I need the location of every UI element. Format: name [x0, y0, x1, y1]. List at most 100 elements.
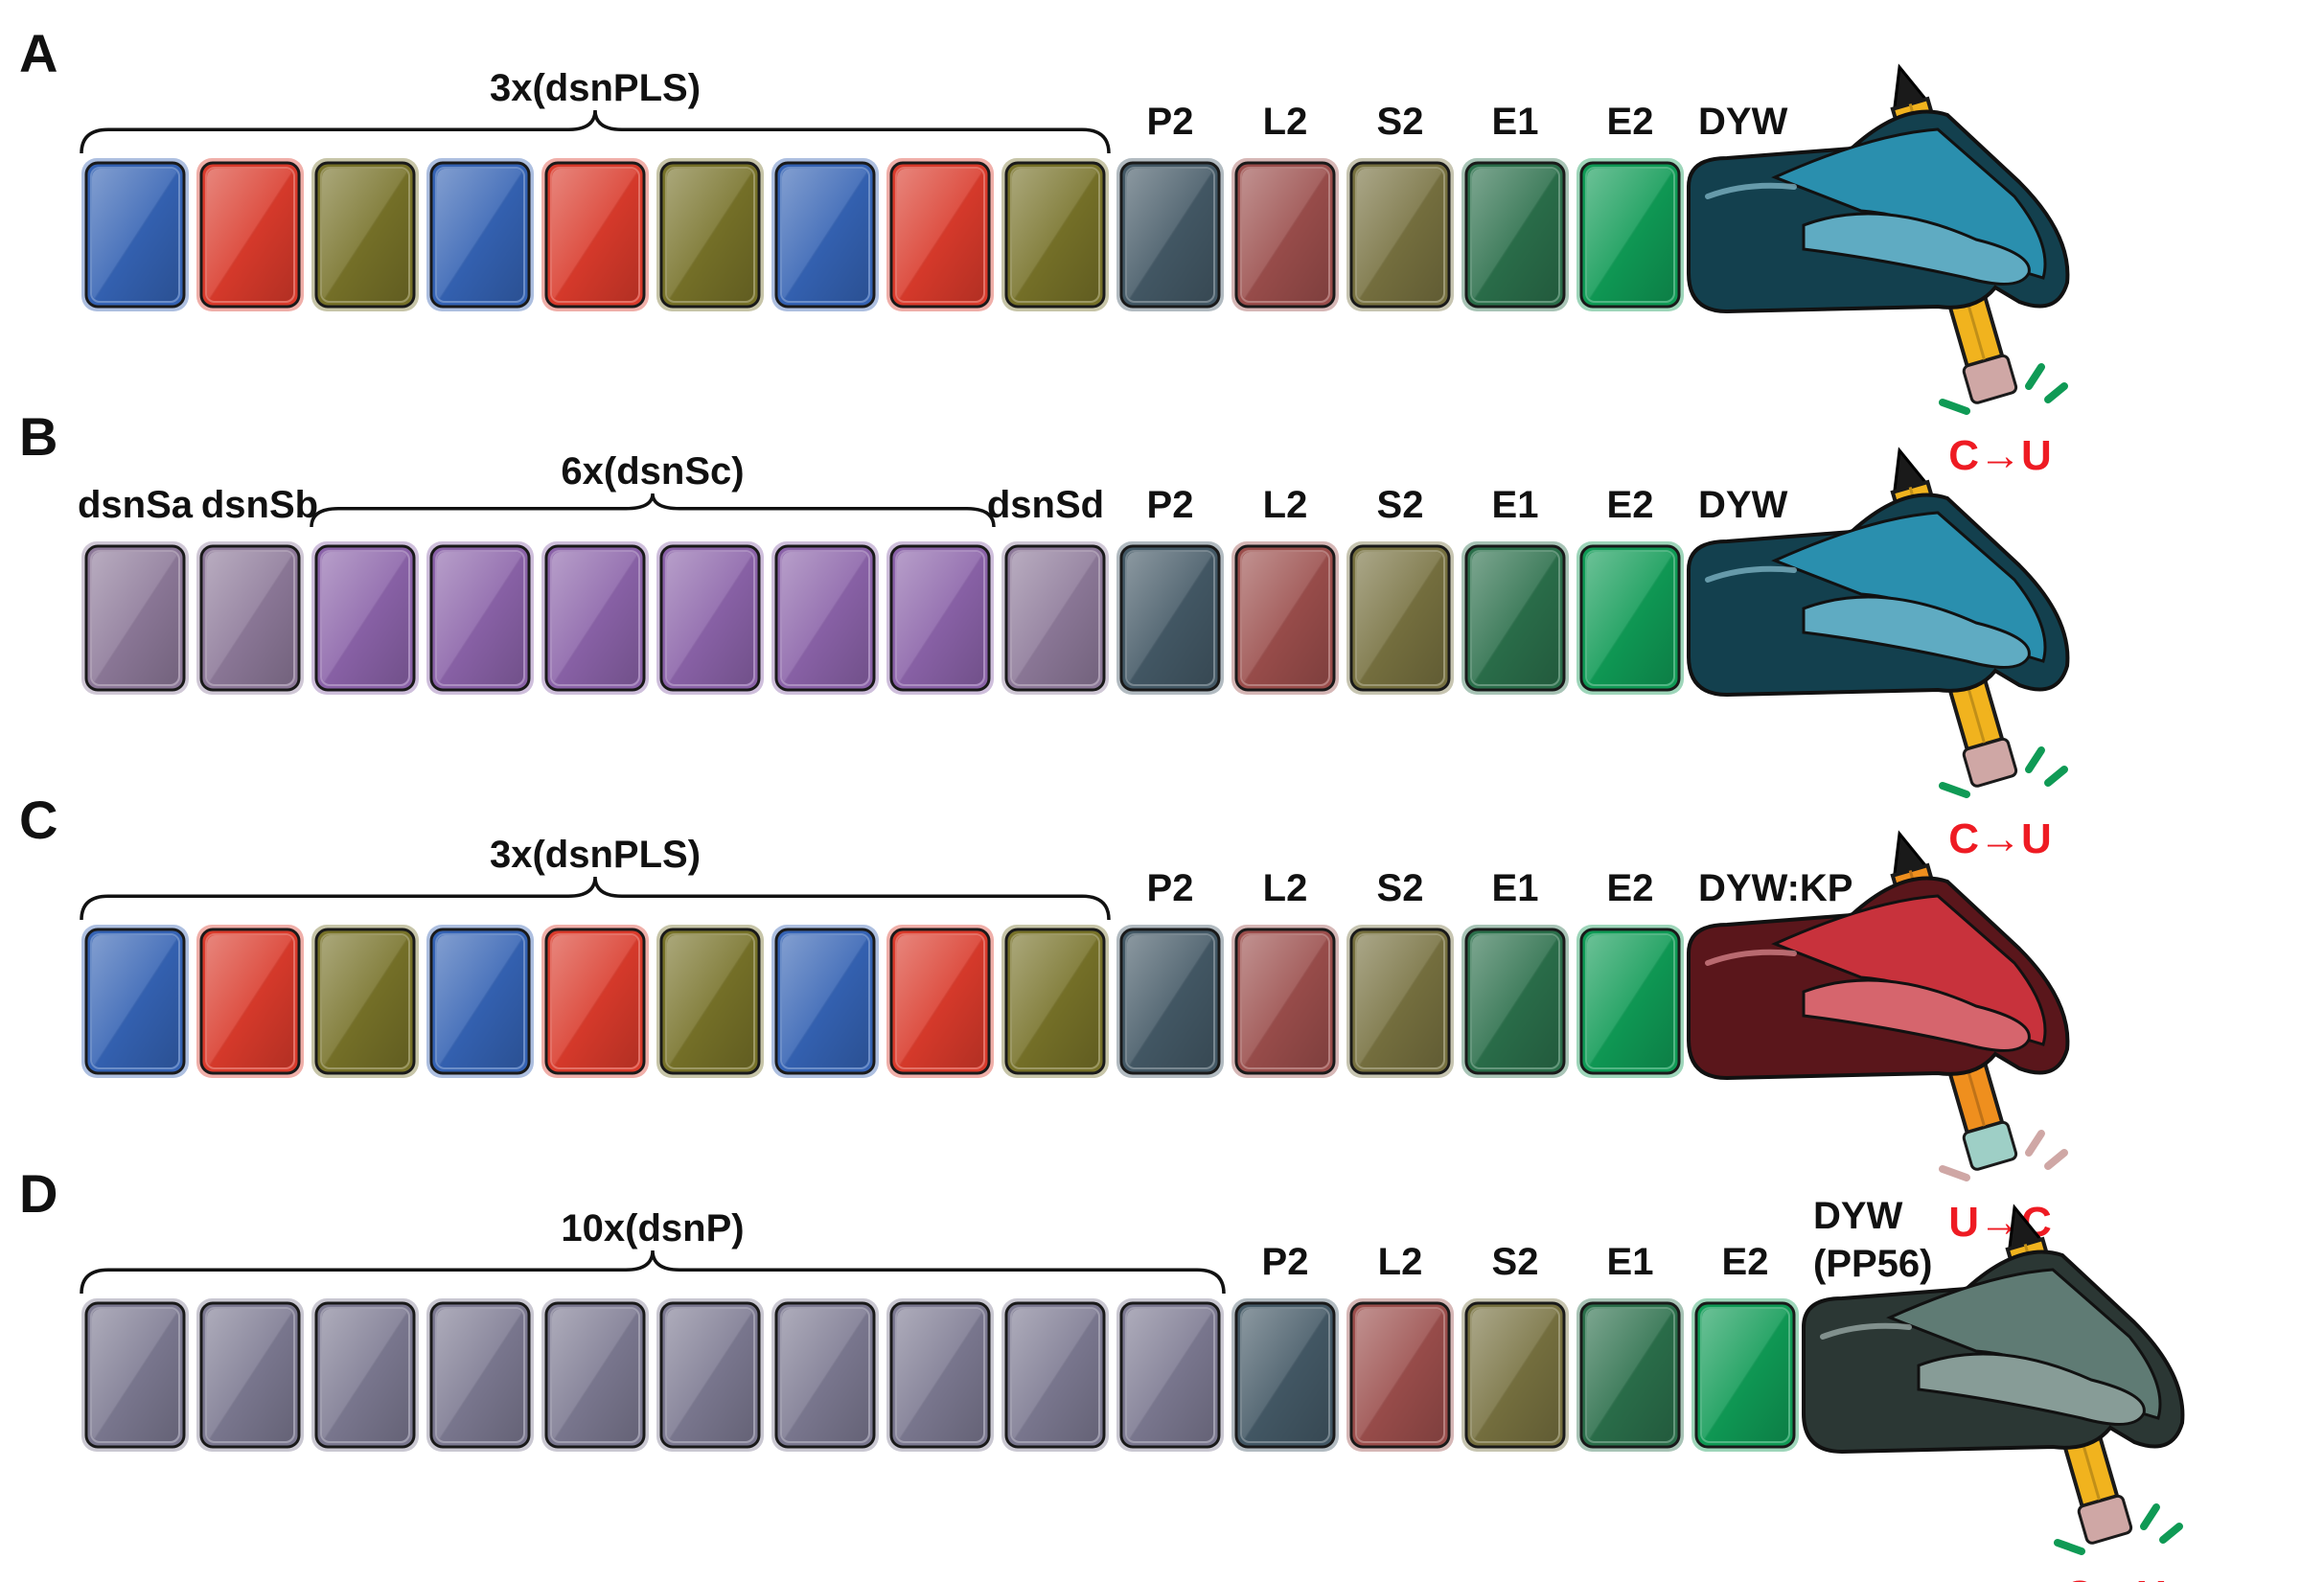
motif-repeat-4 — [656, 541, 764, 695]
repeat-brace — [80, 109, 1111, 154]
motif-e2 — [1576, 541, 1684, 695]
spark-icon — [2025, 1130, 2045, 1157]
motif-s2 — [1346, 158, 1454, 311]
motif-l2 — [1231, 158, 1339, 311]
motif-label: P2 — [1262, 1241, 1309, 1283]
motif-repeat-3 — [311, 925, 419, 1078]
motif-repeat-10 — [1116, 1298, 1224, 1452]
spark-icon — [1939, 1165, 1970, 1181]
motif-e2 — [1576, 158, 1684, 311]
motif-e1 — [1576, 1298, 1684, 1452]
dyw-hand-pencil-icon: C→U — [1687, 63, 2070, 479]
motif-repeat-8 — [886, 925, 994, 1078]
motif-repeat-7 — [771, 158, 879, 311]
spark-icon — [2025, 363, 2045, 390]
motif-l2 — [1231, 925, 1339, 1078]
motif-label: S2 — [1377, 484, 1424, 526]
motif-label: L2 — [1263, 484, 1308, 526]
panel-a: A 3x(dsnPLS) P2 L2 S2 E1 E2 DYW C→U — [19, 23, 2070, 479]
motif-repeat-4 — [426, 158, 534, 311]
motif-repeat-9 — [1001, 1298, 1109, 1452]
motif-repeat-6 — [886, 541, 994, 695]
spark-icon — [2044, 1149, 2068, 1170]
motif-label: E1 — [1492, 867, 1539, 909]
motif-repeat-2 — [196, 1298, 304, 1452]
motif-repeat-1 — [81, 158, 189, 311]
motif-label: L2 — [1263, 867, 1308, 909]
dyw-hand-pencil-icon: C→U — [1687, 447, 2070, 862]
dyw-label: DYW — [1813, 1195, 1903, 1237]
motif-label: P2 — [1147, 484, 1194, 526]
dyw-label: DYW — [1698, 484, 1788, 526]
motif-repeat-6 — [656, 925, 764, 1078]
motif-label: E1 — [1492, 101, 1539, 143]
motif-repeat-2 — [196, 925, 304, 1078]
motif-label: E2 — [1607, 101, 1654, 143]
motif-p2 — [1116, 158, 1224, 311]
motif-l2 — [1231, 541, 1339, 695]
repeat-label: 10x(dsnP) — [561, 1207, 744, 1250]
motif-label: dsnSb — [201, 484, 318, 526]
spark-icon — [1939, 782, 1970, 798]
motif-repeat-4 — [426, 1298, 534, 1452]
motif-repeat-2 — [426, 541, 534, 695]
motif-dsnSd — [1001, 541, 1109, 695]
motif-label: E1 — [1607, 1241, 1654, 1283]
motif-repeat-6 — [656, 1298, 764, 1452]
motif-l2 — [1346, 1298, 1454, 1452]
motif-e2 — [1576, 925, 1684, 1078]
motif-label: E2 — [1722, 1241, 1769, 1283]
motif-label: E2 — [1607, 484, 1654, 526]
spark-icon — [2044, 766, 2068, 787]
motif-e1 — [1461, 925, 1569, 1078]
edit-label: C→U — [1948, 432, 2052, 479]
motif-repeat-5 — [541, 925, 649, 1078]
spark-icon — [2054, 1539, 2085, 1555]
panel-letter: B — [19, 406, 58, 467]
motif-label: L2 — [1378, 1241, 1423, 1283]
motif-s2 — [1461, 1298, 1569, 1452]
motif-label: S2 — [1377, 101, 1424, 143]
panel-letter: C — [19, 790, 58, 850]
dyw-hand-pencil-icon: U→C — [1687, 830, 2070, 1246]
motif-s2 — [1346, 541, 1454, 695]
motif-e1 — [1461, 541, 1569, 695]
motif-p2 — [1231, 1298, 1339, 1452]
dyw-label: DYW:KP — [1698, 867, 1852, 909]
motif-e1 — [1461, 158, 1569, 311]
motif-repeat-8 — [886, 158, 994, 311]
repeat-brace — [310, 493, 996, 528]
motif-dsnSa — [81, 541, 189, 695]
motif-dsnSb — [196, 541, 304, 695]
motif-repeat-3 — [541, 541, 649, 695]
repeat-label: 3x(dsnPLS) — [490, 67, 701, 109]
edit-label: C→U — [1948, 815, 2052, 862]
motif-label: L2 — [1263, 101, 1308, 143]
motif-repeat-9 — [1001, 925, 1109, 1078]
spark-icon — [1939, 399, 1970, 415]
panel-letter: A — [19, 23, 58, 83]
spark-icon — [2140, 1503, 2160, 1530]
repeat-label: 6x(dsnSc) — [561, 450, 744, 493]
motif-repeat-8 — [886, 1298, 994, 1452]
motif-repeat-3 — [311, 1298, 419, 1452]
motif-label: P2 — [1147, 101, 1194, 143]
motif-repeat-2 — [196, 158, 304, 311]
dyw-label: DYW — [1698, 101, 1788, 143]
spark-icon — [2044, 382, 2068, 403]
motif-repeat-9 — [1001, 158, 1109, 311]
motif-p2 — [1116, 541, 1224, 695]
motif-e2 — [1691, 1298, 1799, 1452]
spark-icon — [2159, 1523, 2183, 1544]
edit-label: C→U — [2063, 1572, 2167, 1582]
panel-letter: D — [19, 1163, 58, 1224]
motif-repeat-1 — [81, 1298, 189, 1452]
repeat-brace — [80, 876, 1111, 921]
motif-label: S2 — [1492, 1241, 1539, 1283]
motif-repeat-5 — [771, 541, 879, 695]
motif-repeat-5 — [541, 1298, 649, 1452]
motif-label: dsnSd — [987, 484, 1104, 526]
